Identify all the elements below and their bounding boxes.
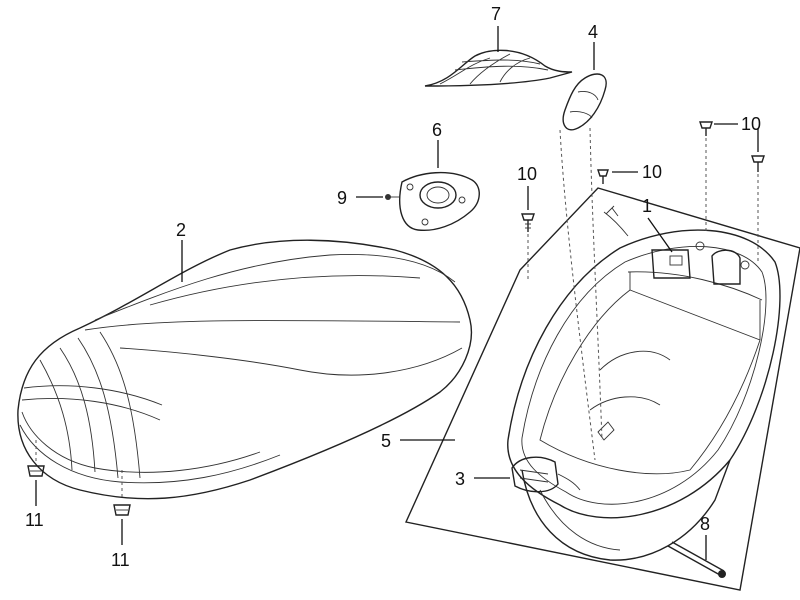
part-3-lamp (511, 456, 581, 493)
part-10-bolt-c (699, 121, 713, 232)
assembly-lines (527, 127, 603, 461)
leader-1 (647, 217, 673, 253)
part-6-hinge-plate (399, 171, 480, 232)
callout-11a: 11 (25, 510, 44, 530)
part-9-screw (385, 194, 400, 200)
callout-1: 1 (642, 196, 652, 216)
part-10-bolt-a (521, 213, 535, 232)
part-7-lock-cover (424, 49, 573, 87)
callout-10b: 10 (642, 162, 662, 182)
callout-7: 7 (491, 4, 501, 24)
part-11-nut-left (27, 440, 45, 477)
part-4-rubber-pad (562, 73, 607, 131)
callout-5: 5 (381, 431, 391, 451)
part-5-helmet-box (405, 187, 800, 591)
callout-11b: 11 (111, 550, 130, 570)
callout-4: 4 (588, 22, 598, 42)
part-8-rod (667, 541, 726, 578)
part-11-nut-right (113, 470, 131, 516)
callout-10c: 10 (741, 114, 761, 134)
part-10-bolt-d (751, 155, 765, 262)
callout-6: 6 (432, 120, 442, 140)
callout-8: 8 (700, 514, 710, 534)
callout-10a: 10 (517, 164, 537, 184)
callout-9: 9 (337, 188, 347, 208)
part-2-seat (17, 239, 472, 500)
callout-2: 2 (176, 220, 186, 240)
callout-3: 3 (455, 469, 465, 489)
part-10-bolt-b (597, 169, 609, 184)
